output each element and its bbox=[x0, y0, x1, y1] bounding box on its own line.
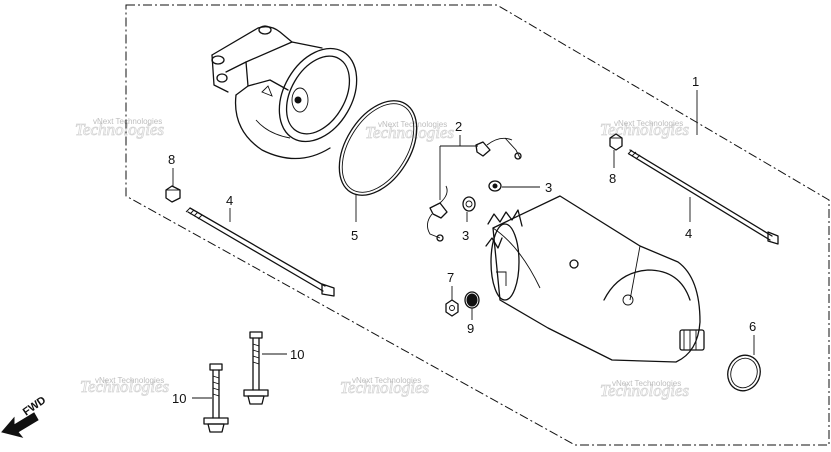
brush-holder-set-2 bbox=[427, 137, 522, 242]
nut-8-right bbox=[609, 133, 623, 151]
callout-8: 8 bbox=[168, 152, 175, 167]
terminal-nut-3 bbox=[462, 180, 502, 212]
watermark-text: vNext Technologies bbox=[612, 379, 681, 388]
callouts: 1 2 3 3 4 4 5 6 7 8 8 9 10 10 bbox=[168, 74, 756, 406]
callout-2: 2 bbox=[455, 119, 462, 134]
callout-6: 6 bbox=[749, 319, 756, 334]
callout-1: 1 bbox=[692, 74, 699, 89]
watermarks: Technologies vNext Technologies Technolo… bbox=[75, 117, 690, 400]
assembly-boundary bbox=[125, 4, 830, 446]
watermark-text: vNext Technologies bbox=[614, 119, 683, 128]
washer-9 bbox=[464, 291, 480, 309]
mounting-bolt-10-left bbox=[203, 363, 229, 433]
through-bolt-4-left bbox=[185, 207, 335, 297]
watermark-text: vNext Technologies bbox=[378, 120, 447, 129]
nut-7 bbox=[445, 299, 459, 317]
leader-2 bbox=[439, 135, 478, 200]
watermark-script: Technologies bbox=[600, 381, 689, 400]
nut-8-left bbox=[165, 185, 181, 203]
callout-8: 8 bbox=[609, 171, 616, 186]
watermark-script: Technologies bbox=[340, 378, 429, 397]
callout-3: 3 bbox=[462, 228, 469, 243]
fwd-arrow: FWD bbox=[1, 394, 48, 438]
callout-10: 10 bbox=[172, 391, 186, 406]
watermark-script: Technologies bbox=[75, 120, 164, 139]
callout-3: 3 bbox=[545, 180, 552, 195]
o-ring-6 bbox=[727, 354, 761, 392]
watermark-script: Technologies bbox=[600, 120, 689, 139]
mounting-bolt-10-right bbox=[243, 331, 269, 405]
callout-9: 9 bbox=[467, 321, 474, 336]
watermark-text: vNext Technologies bbox=[93, 117, 162, 126]
watermark-text: vNext Technologies bbox=[352, 376, 421, 385]
callout-7: 7 bbox=[447, 270, 454, 285]
watermark-text: vNext Technologies bbox=[95, 376, 164, 385]
front-cover-housing bbox=[211, 25, 358, 160]
callout-4: 4 bbox=[685, 226, 692, 241]
through-bolt-4-right bbox=[627, 149, 779, 245]
callout-4: 4 bbox=[226, 193, 233, 208]
watermark-script: Technologies bbox=[80, 377, 169, 396]
watermark-script: Technologies bbox=[365, 123, 454, 142]
callout-10: 10 bbox=[290, 347, 304, 362]
callout-5: 5 bbox=[351, 228, 358, 243]
o-ring-5 bbox=[338, 100, 418, 196]
starter-motor-body bbox=[485, 195, 705, 363]
